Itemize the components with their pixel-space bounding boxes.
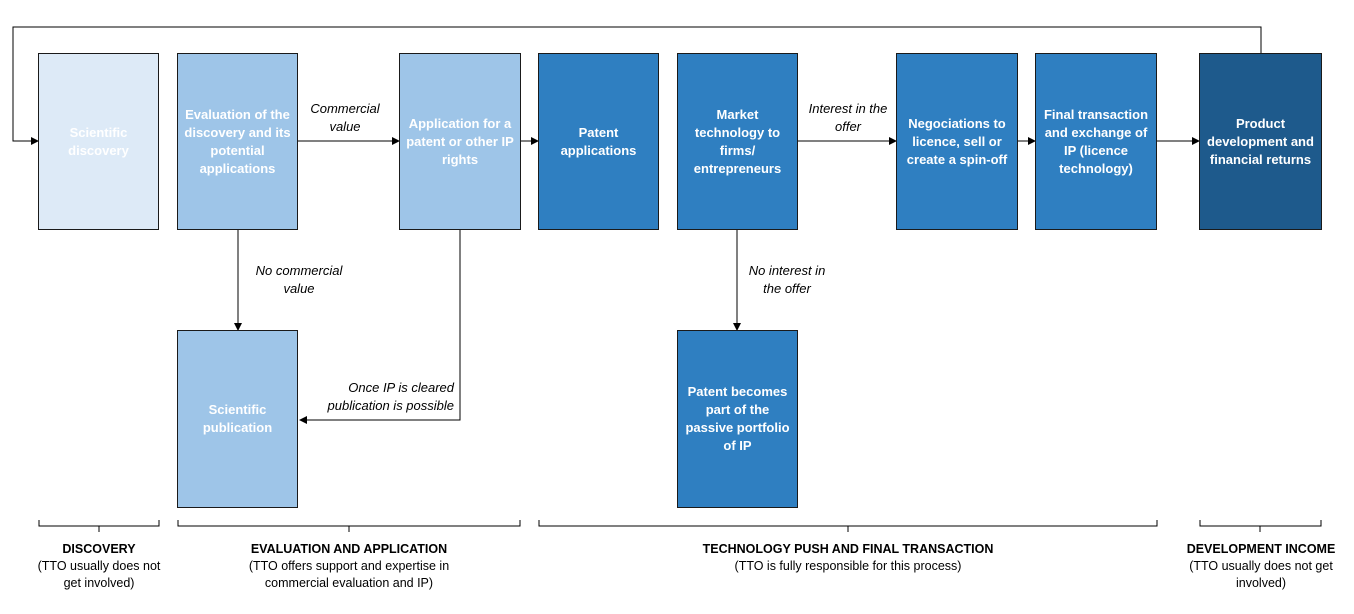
label-interest: Interest in the offer — [808, 101, 888, 134]
stage-technology: TECHNOLOGY PUSH AND FINAL TRANSACTION (T… — [668, 541, 1028, 575]
stage-discovery-desc: (TTO usually does not get involved) — [37, 559, 161, 590]
box-scientific-publication: Scientific publication — [177, 330, 298, 508]
box-patent-applications: Patent applications — [538, 53, 659, 230]
box-market-technology: Market technology to firms/ entrepreneur… — [677, 53, 798, 230]
stage-discovery: DISCOVERY (TTO usually does not get invo… — [29, 541, 169, 592]
label-ip-cleared: Once IP is cleared publication is possib… — [327, 380, 454, 413]
feedback-loop-arrow — [12, 26, 1262, 145]
stage-evaluation-title: EVALUATION AND APPLICATION — [250, 542, 448, 556]
bracket-development — [1199, 520, 1322, 532]
box-application-ip: Application for a patent or other IP rig… — [399, 53, 521, 230]
stage-development-desc: (TTO usually does not get involved) — [1189, 559, 1333, 590]
box-negociations: Negociations to licence, sell or create … — [896, 53, 1018, 230]
box-evaluation: Evaluation of the discovery and its pote… — [177, 53, 298, 230]
stage-development: DEVELOPMENT INCOME (TTO usually does not… — [1180, 541, 1342, 592]
box-final-transaction: Final transaction and exchange of IP (li… — [1035, 53, 1157, 230]
stage-technology-desc: (TTO is fully responsible for this proce… — [734, 559, 962, 573]
stage-technology-title: TECHNOLOGY PUSH AND FINAL TRANSACTION — [702, 542, 994, 556]
label-commercial-value: Commercial value — [310, 101, 380, 134]
arrow-application-to-publication — [299, 230, 461, 424]
label-no-commercial-value: No commercial value — [255, 263, 343, 296]
stage-development-title: DEVELOPMENT INCOME — [1186, 542, 1336, 556]
stage-evaluation-desc: (TTO offers support and expertise in com… — [248, 559, 450, 590]
box-scientific-discovery: Scientific discovery — [38, 53, 159, 230]
label-no-interest: No interest in the offer — [748, 263, 826, 296]
bracket-discovery — [38, 520, 160, 532]
bracket-evaluation — [177, 520, 521, 532]
box-passive-portfolio: Patent becomes part of the passive portf… — [677, 330, 798, 508]
bracket-technology — [538, 520, 1158, 532]
stage-discovery-title: DISCOVERY — [62, 542, 136, 556]
box-product-development: Product development and financial return… — [1199, 53, 1322, 230]
stage-evaluation: EVALUATION AND APPLICATION (TTO offers s… — [232, 541, 466, 592]
